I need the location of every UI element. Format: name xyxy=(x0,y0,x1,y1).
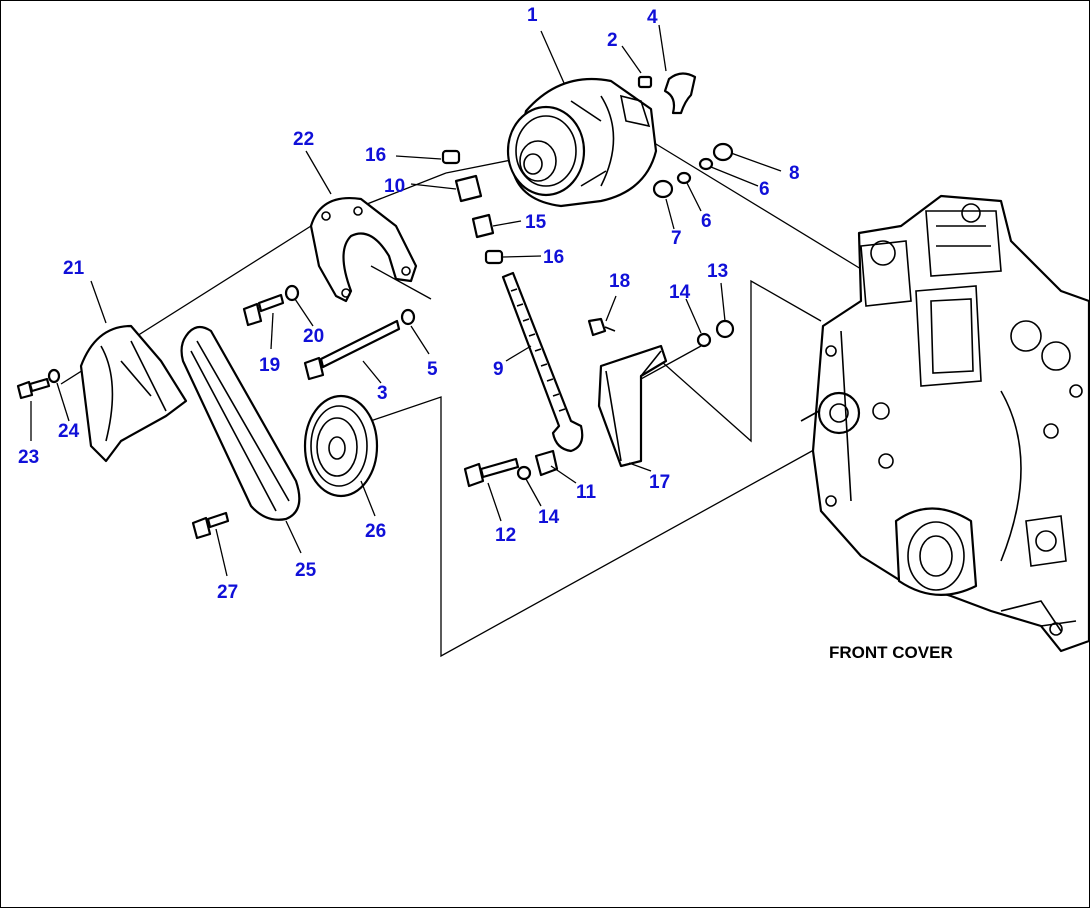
nut-16b xyxy=(484,249,504,265)
callout-20: 20 xyxy=(303,326,324,347)
callout-18: 18 xyxy=(609,271,630,292)
callout-8: 8 xyxy=(789,163,800,184)
bolt-27 xyxy=(191,511,230,540)
spacer-11 xyxy=(534,449,559,477)
callout-17: 17 xyxy=(649,472,670,493)
bolt-19 xyxy=(242,293,285,327)
bolt-12 xyxy=(463,457,520,488)
leader-lines xyxy=(30,24,782,577)
callout-14b: 14 xyxy=(538,507,560,528)
washer-5 xyxy=(400,308,416,326)
bolt-18 xyxy=(587,317,616,337)
callout-15: 15 xyxy=(525,212,547,233)
front-cover-casting xyxy=(800,194,1089,653)
callout-21: 21 xyxy=(63,258,85,279)
front-cover-label: FRONT COVER xyxy=(829,643,953,662)
callout-14a: 14 xyxy=(669,282,691,303)
v-belt-25 xyxy=(180,325,301,521)
clip-4 xyxy=(663,72,697,115)
nut-7 xyxy=(652,179,674,199)
callout-13: 13 xyxy=(707,261,728,282)
callout-16a: 16 xyxy=(365,145,386,166)
bushing-10 xyxy=(454,174,483,203)
adjusting-link-9 xyxy=(501,271,584,453)
callout-27: 27 xyxy=(217,582,238,603)
callout-7: 7 xyxy=(671,228,682,249)
washer-24 xyxy=(47,368,61,384)
washer-20 xyxy=(284,284,300,302)
washer-14b xyxy=(516,465,532,481)
callout-6b: 6 xyxy=(701,211,712,232)
callout-26: 26 xyxy=(365,521,386,542)
bolt-23 xyxy=(16,377,51,400)
pulley-26 xyxy=(303,394,379,498)
washer-6a xyxy=(698,157,714,171)
nut-8 xyxy=(712,142,734,162)
bracket-22 xyxy=(309,197,418,303)
callout-4: 4 xyxy=(647,7,658,28)
callout-25: 25 xyxy=(295,560,317,581)
long-bolt-3 xyxy=(303,319,401,381)
callout-10: 10 xyxy=(384,176,405,197)
washer-14a xyxy=(696,332,712,348)
callout-2: 2 xyxy=(607,30,618,51)
callout-11: 11 xyxy=(576,482,597,503)
callout-5: 5 xyxy=(427,359,438,380)
nut-13 xyxy=(715,319,735,339)
callout-22: 22 xyxy=(293,129,314,150)
spacer-15 xyxy=(471,213,495,239)
alternator xyxy=(506,77,658,208)
cover-21 xyxy=(79,324,188,463)
mounting-bracket-17 xyxy=(597,344,668,468)
callout-16b: 16 xyxy=(543,247,564,268)
callout-12: 12 xyxy=(495,525,516,546)
nut-16a xyxy=(441,149,461,165)
callout-23: 23 xyxy=(18,447,39,468)
washer-6b xyxy=(676,171,692,185)
callout-1: 1 xyxy=(527,5,538,26)
callout-24: 24 xyxy=(58,421,80,442)
callout-6a: 6 xyxy=(759,179,770,200)
nut-2 xyxy=(637,75,653,89)
callout-9: 9 xyxy=(493,359,504,380)
callout-3: 3 xyxy=(377,383,388,404)
callout-numbers: 1 2 4 8 6 6 7 16 10 15 16 22 21 9 18 13 … xyxy=(18,5,800,603)
callout-19: 19 xyxy=(259,355,280,376)
